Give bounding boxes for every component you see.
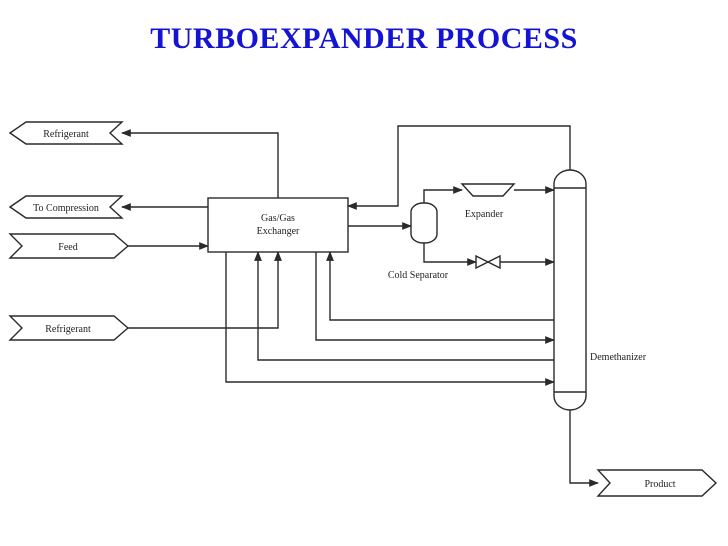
demethanizer-column: Demethanizer: [553, 169, 647, 411]
stream-to-compression: To Compression: [8, 195, 124, 219]
page-title: TURBOEXPANDER PROCESS: [150, 22, 578, 55]
expander-label: Expander: [465, 209, 504, 220]
stream-label: To Compression: [33, 203, 99, 214]
control-valve-icon: [475, 254, 501, 270]
stream-refrigerant-out: Refrigerant: [8, 121, 124, 145]
stream-label: Refrigerant: [45, 324, 91, 335]
demethanizer-label: Demethanizer: [590, 352, 647, 363]
gas-gas-exchanger: Gas/Gas Exchanger: [207, 197, 349, 253]
stream-label: Refrigerant: [43, 129, 89, 140]
exchanger-label-2: Exchanger: [257, 226, 300, 237]
exchanger-label-1: Gas/Gas: [261, 213, 295, 224]
stream-label: Product: [644, 479, 675, 490]
stream-product: Product: [596, 469, 718, 497]
process-lines: [121, 125, 599, 487]
stream-feed: Feed: [8, 233, 130, 259]
cold-separator-vessel: Cold Separator: [388, 202, 449, 281]
stream-label: Feed: [58, 242, 77, 253]
stream-refrigerant-in: Refrigerant: [8, 315, 130, 341]
cold-separator-label: Cold Separator: [388, 270, 449, 281]
expander: Expander: [460, 183, 516, 220]
